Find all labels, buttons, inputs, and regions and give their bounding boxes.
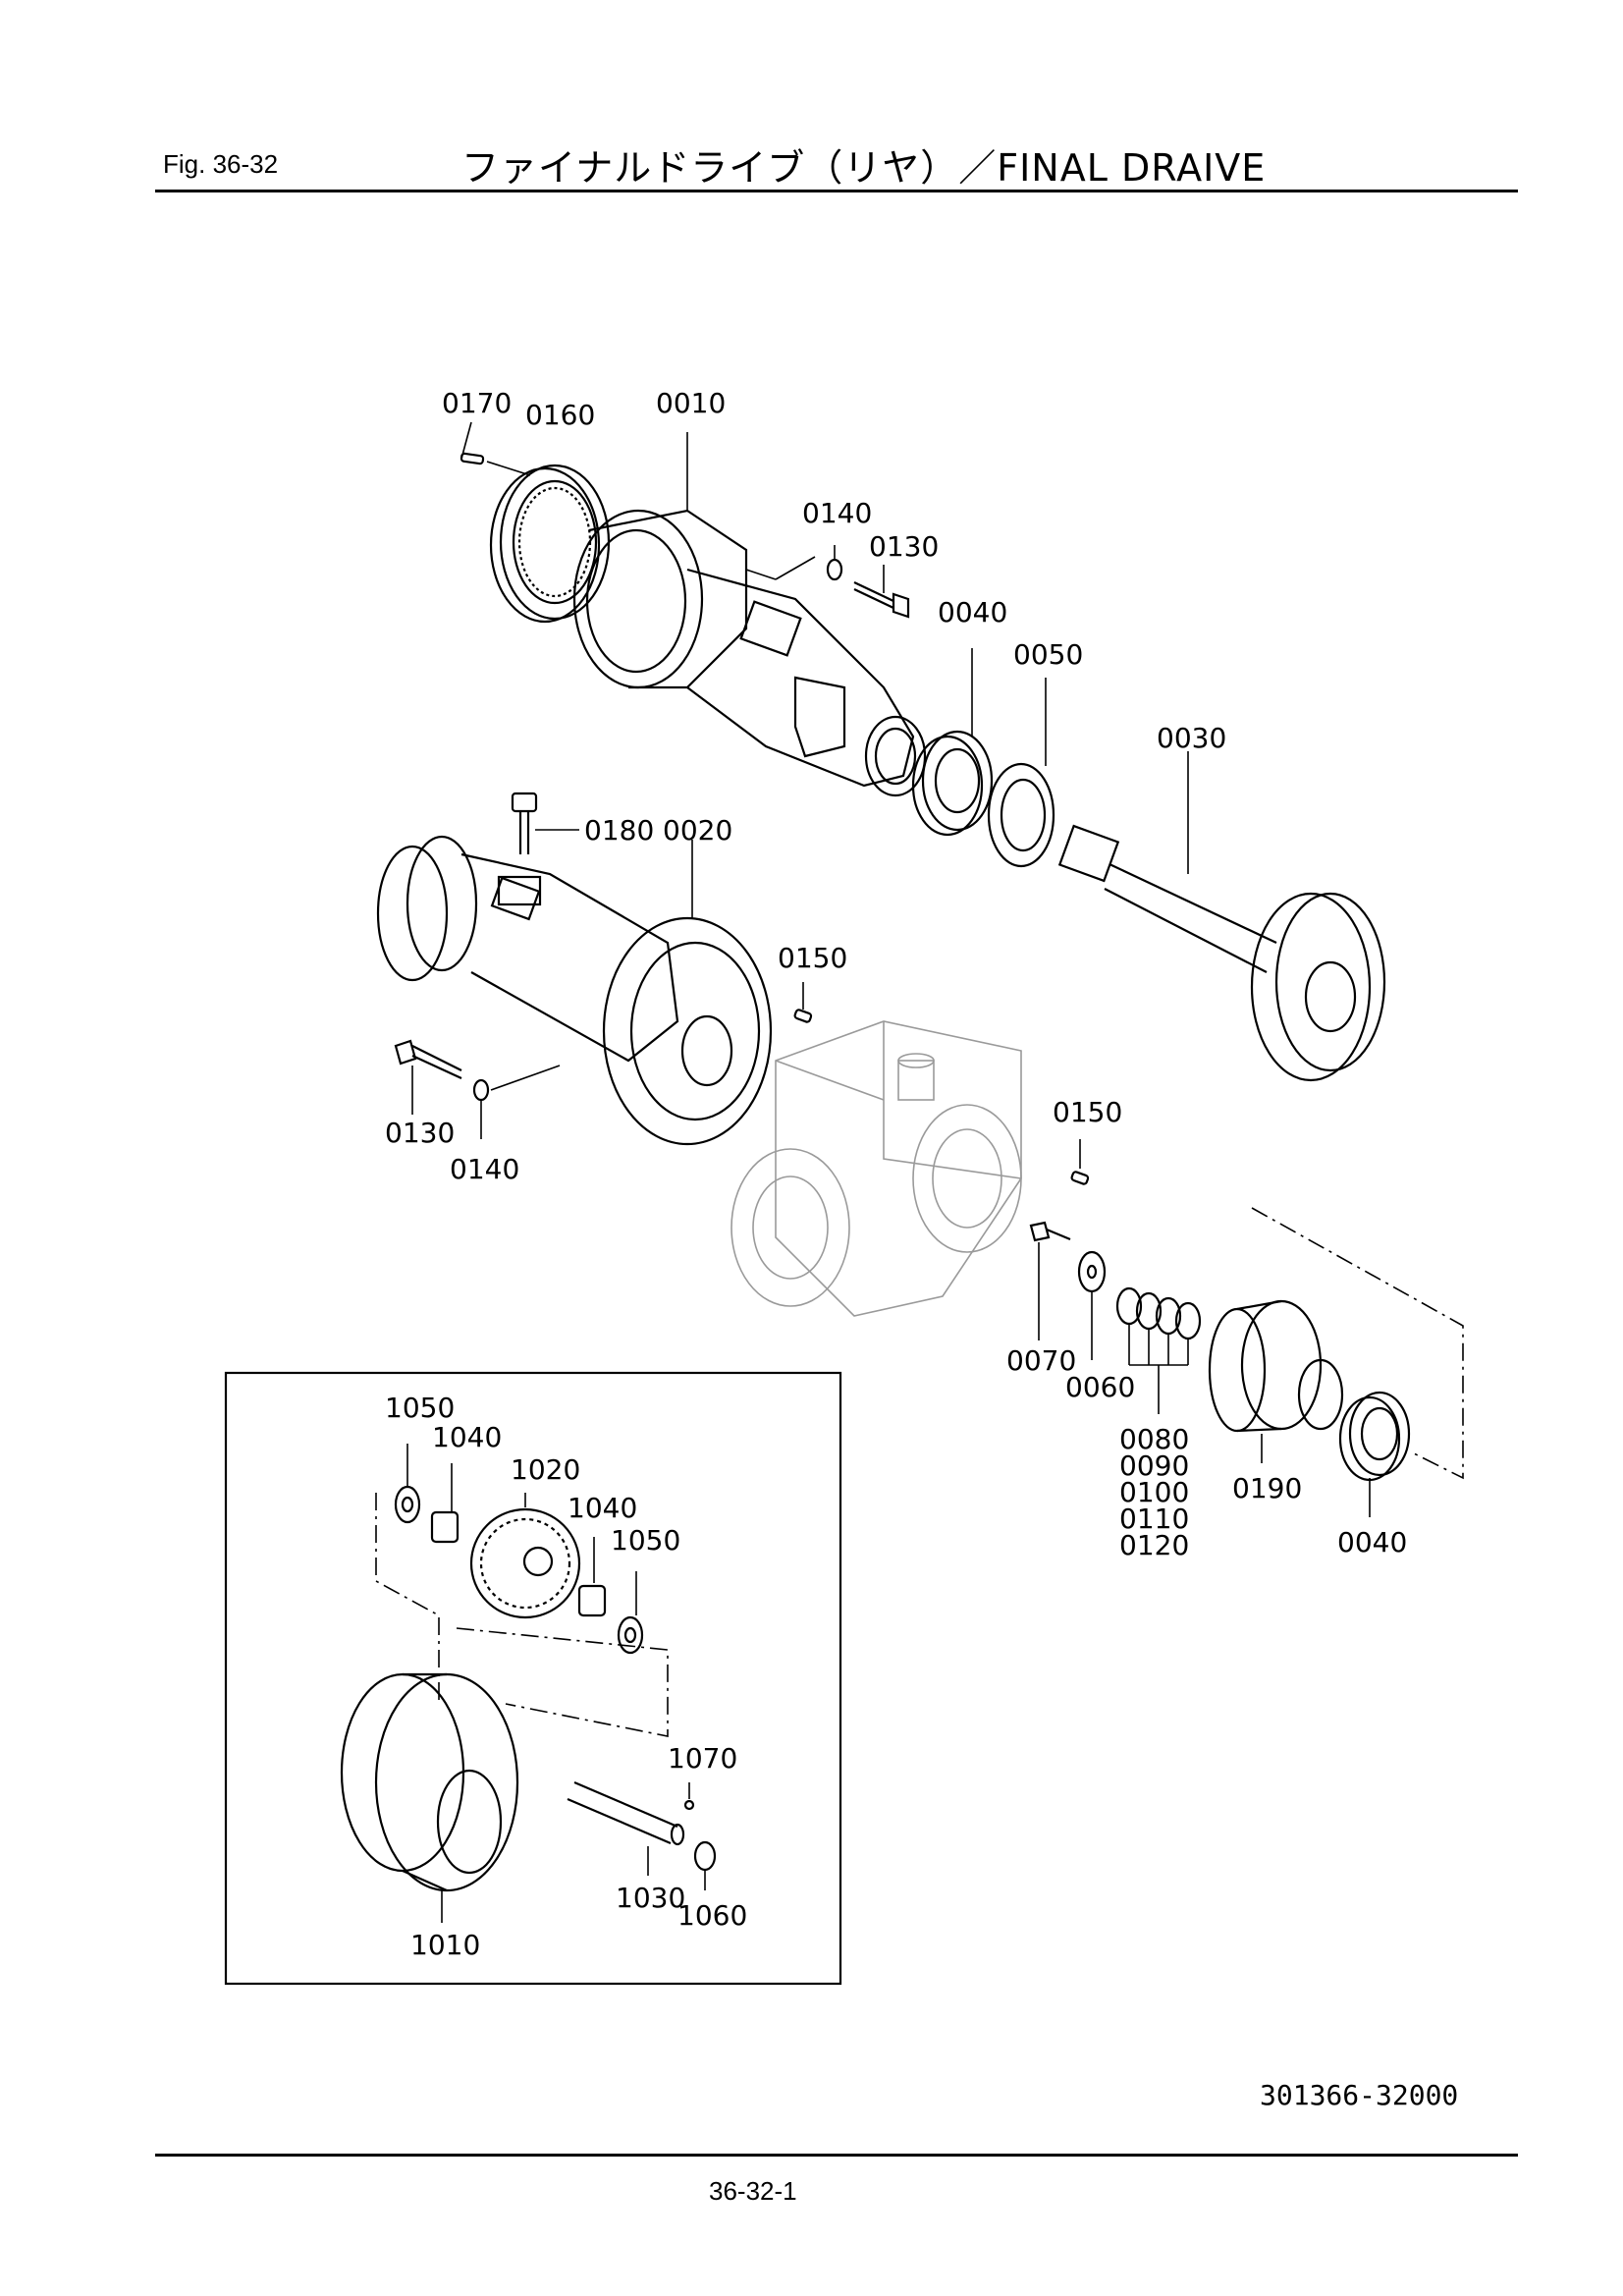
label-1020: 1020 bbox=[511, 1453, 580, 1486]
label-0190: 0190 bbox=[1232, 1472, 1302, 1504]
bearing-0040-top bbox=[911, 648, 994, 837]
label-1040-b: 1040 bbox=[568, 1492, 637, 1524]
planet-carrier-0190 bbox=[1208, 1299, 1344, 1463]
label-0150-left: 0150 bbox=[778, 942, 847, 974]
label-0070: 0070 bbox=[1006, 1344, 1076, 1377]
label-1060: 1060 bbox=[677, 1899, 747, 1932]
drawing-reference-number: 301366-32000 bbox=[1260, 2079, 1459, 2111]
label-1070: 1070 bbox=[668, 1742, 737, 1775]
page-title: ファイナルドライブ（リヤ）／FINAL DRAIVE bbox=[461, 146, 1267, 190]
bearing-0040-right bbox=[1338, 1391, 1411, 1517]
label-1030: 1030 bbox=[616, 1882, 685, 1914]
label-1050-b: 1050 bbox=[611, 1524, 680, 1557]
axle-housing-0010 bbox=[572, 432, 927, 797]
label-0040-right: 0040 bbox=[1337, 1526, 1407, 1558]
label-0060: 0060 bbox=[1065, 1371, 1135, 1403]
axle-shaft-0030 bbox=[1057, 751, 1386, 1082]
washer-0060 bbox=[1077, 1250, 1107, 1360]
bolt-washer-left bbox=[394, 1039, 561, 1139]
plug-0180 bbox=[511, 792, 579, 854]
label-0140-top: 0140 bbox=[802, 497, 872, 529]
footer-rule bbox=[155, 2154, 1518, 2157]
label-1050-a: 1050 bbox=[385, 1392, 455, 1424]
header-rule bbox=[155, 190, 1518, 192]
assembly-guide-line bbox=[1251, 1207, 1464, 1480]
pin-0150-right bbox=[1070, 1139, 1090, 1185]
label-0140-left: 0140 bbox=[450, 1153, 519, 1185]
figure-number: Fig. 36-32 bbox=[163, 149, 279, 179]
label-0110: 0110 bbox=[1119, 1503, 1189, 1535]
ring-gear-0160 bbox=[489, 464, 611, 624]
label-0090: 0090 bbox=[1119, 1449, 1189, 1482]
pin-0170 bbox=[460, 421, 531, 476]
differential-case-reference bbox=[730, 1020, 1022, 1317]
seal-0050 bbox=[987, 678, 1055, 868]
label-0030: 0030 bbox=[1157, 722, 1226, 754]
label-0170: 0170 bbox=[442, 387, 512, 419]
label-0100: 0100 bbox=[1119, 1476, 1189, 1508]
bolt-washer-top bbox=[826, 545, 910, 619]
label-0050: 0050 bbox=[1013, 638, 1083, 671]
label-1040-a: 1040 bbox=[432, 1421, 502, 1453]
label-1010: 1010 bbox=[410, 1929, 480, 1961]
pin-0150-left bbox=[793, 982, 813, 1023]
label-0160: 0160 bbox=[525, 399, 595, 431]
label-0180: 0180 bbox=[584, 814, 654, 847]
bolt-0070 bbox=[1029, 1221, 1071, 1340]
inset-parts bbox=[340, 1444, 717, 1923]
axle-housing-0020 bbox=[376, 835, 773, 1146]
label-0120: 0120 bbox=[1119, 1529, 1189, 1561]
label-0080: 0080 bbox=[1119, 1423, 1189, 1455]
shims-0080-0120 bbox=[1115, 1286, 1202, 1414]
label-0040-top: 0040 bbox=[938, 596, 1007, 629]
label-0010: 0010 bbox=[656, 387, 726, 419]
label-0130-left: 0130 bbox=[385, 1117, 455, 1149]
page-number: 36-32-1 bbox=[709, 2176, 797, 2206]
label-0150-right: 0150 bbox=[1053, 1096, 1122, 1128]
sub-assembly-inset-frame bbox=[224, 1371, 842, 1986]
label-0020: 0020 bbox=[663, 814, 732, 847]
label-0130-top: 0130 bbox=[869, 530, 939, 563]
